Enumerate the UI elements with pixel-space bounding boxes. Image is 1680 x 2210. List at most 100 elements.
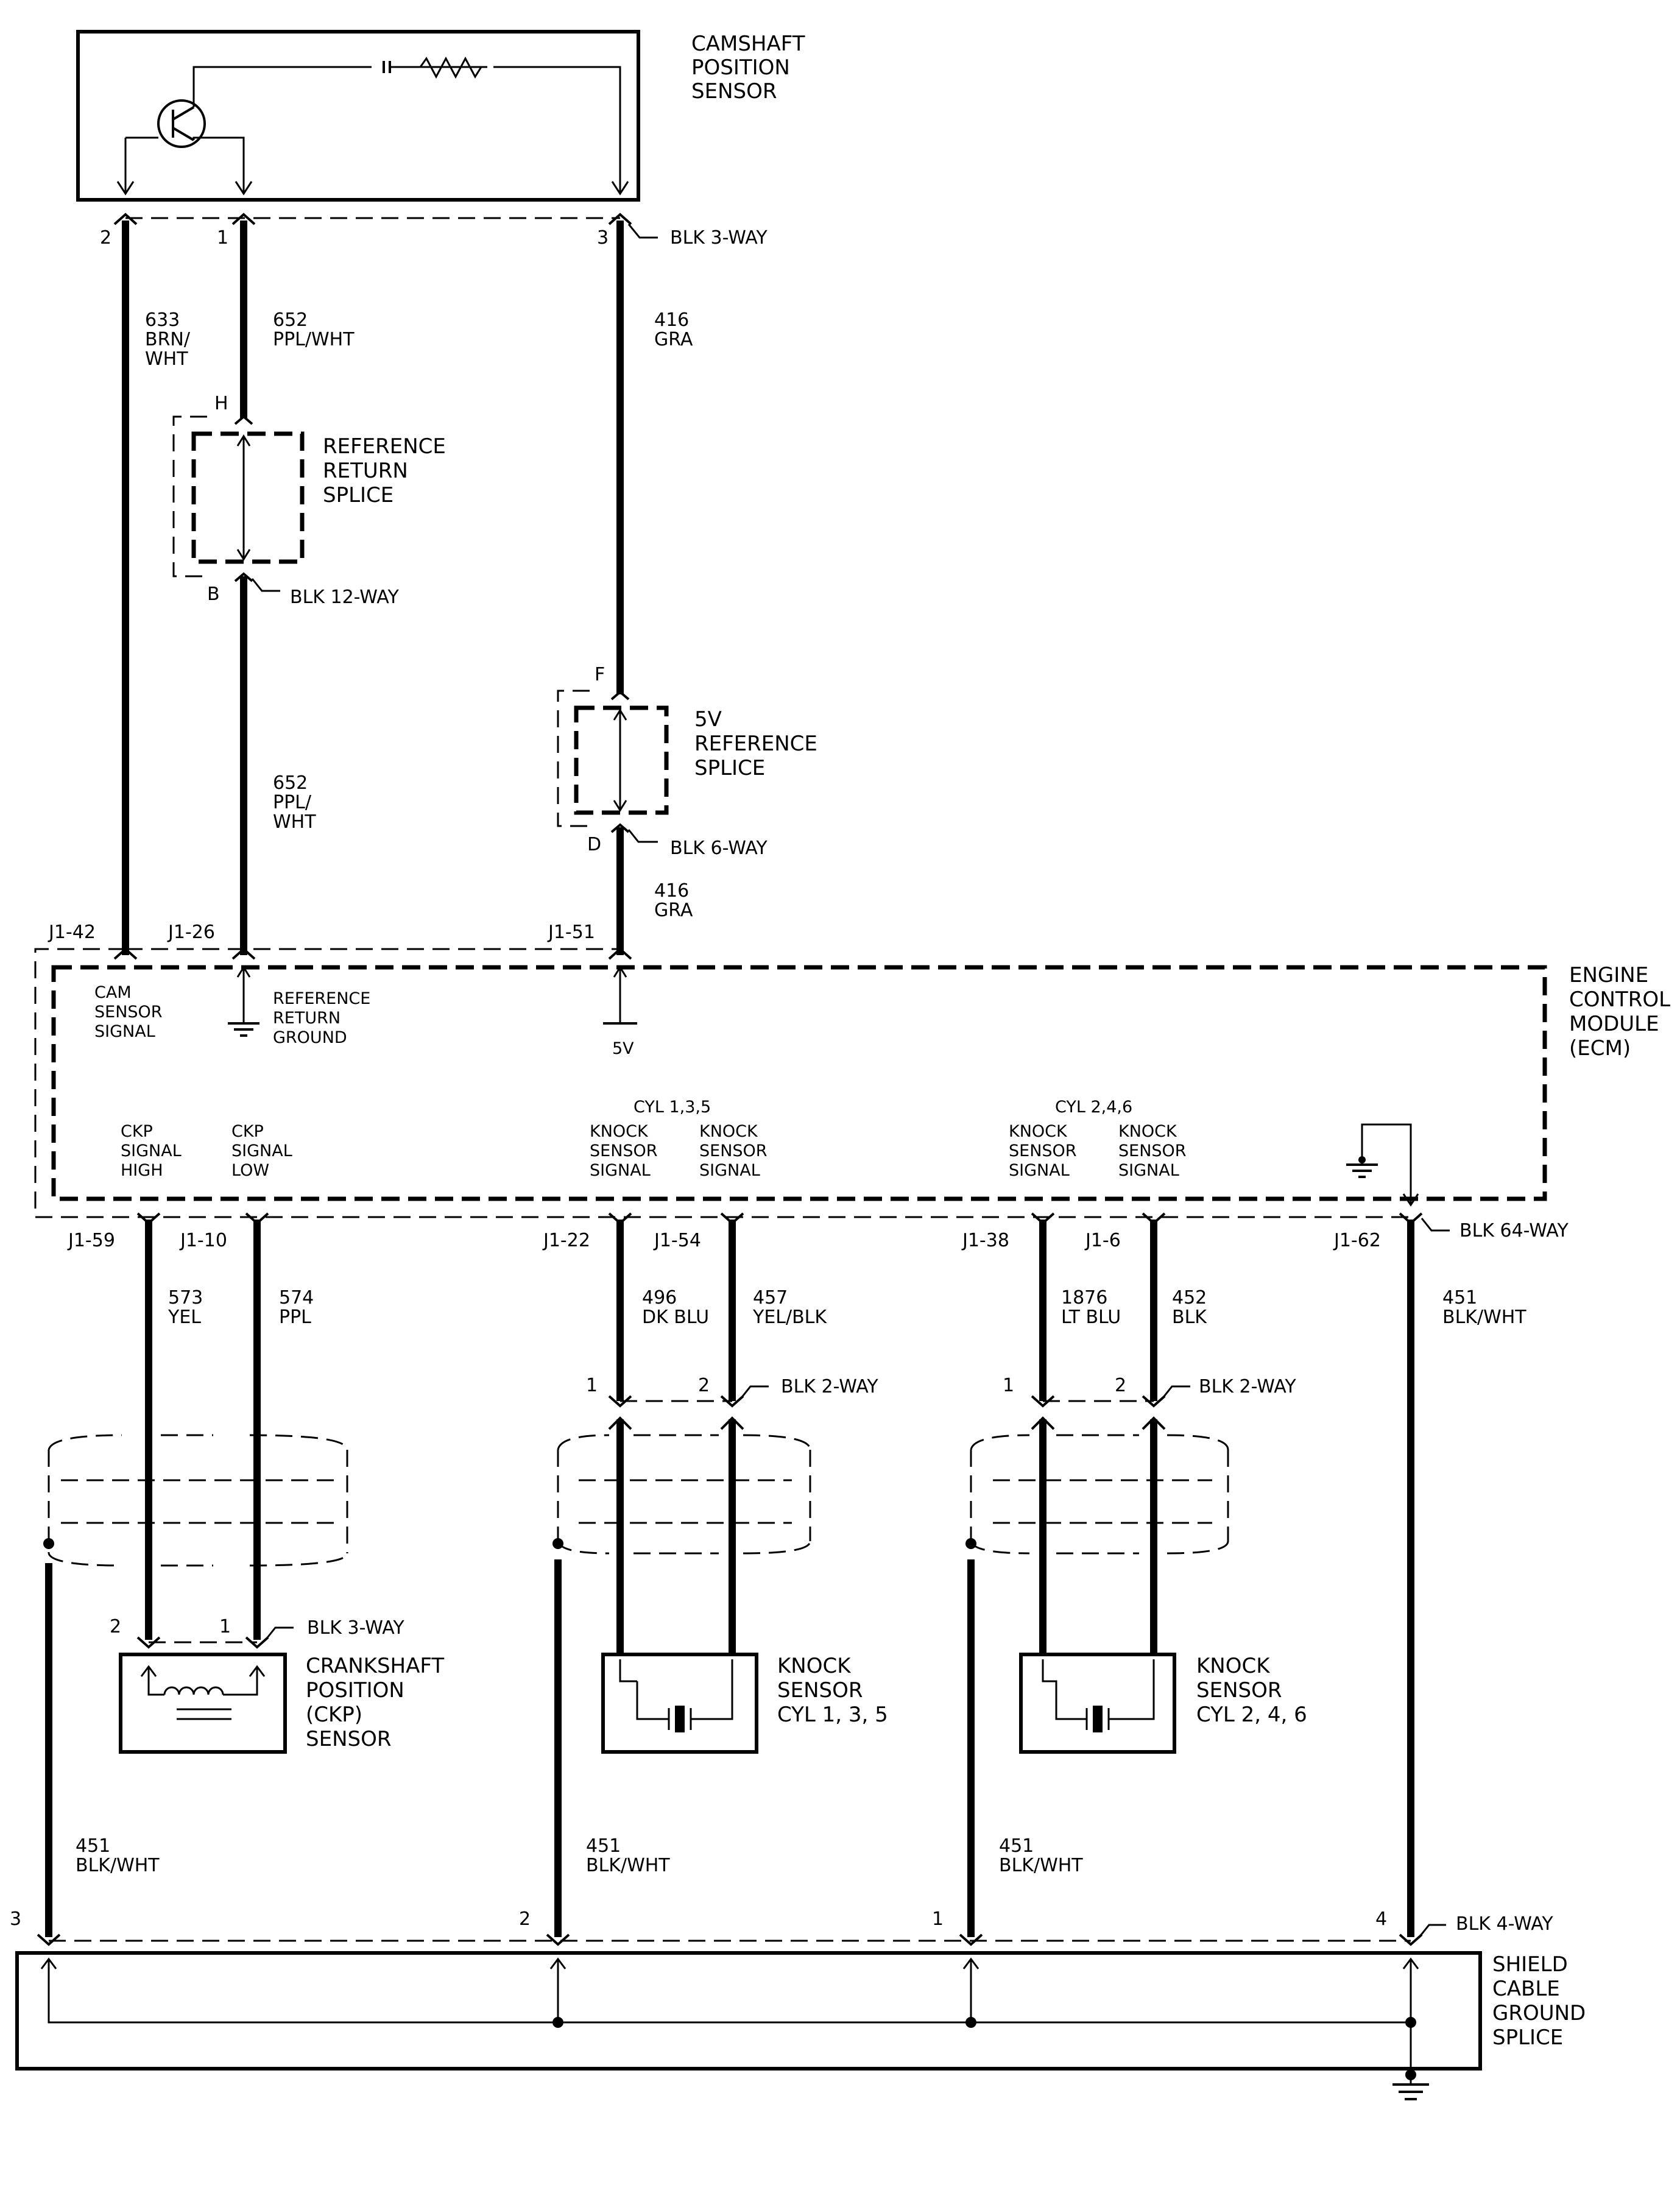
ecm-ckp-low-2: SIGNAL [231, 1142, 292, 1160]
splice-pin-h: H [214, 393, 228, 414]
ckp-label-1: CRANKSHAFT [306, 1654, 444, 1678]
ecm-ckp-high-2: SIGNAL [121, 1142, 182, 1160]
shield-pin-2: 2 [519, 1908, 531, 1930]
ecm-ckp-low-3: LOW [231, 1161, 269, 1180]
wire-451a-number: 451 [76, 1835, 110, 1857]
ecm-ks2-a-2: SENSOR [1009, 1142, 1077, 1160]
shield-pin-4: 4 [1375, 1908, 1387, 1930]
ref-return-splice-label-2: RETURN [323, 459, 408, 483]
wire-416b-number: 416 [654, 880, 689, 902]
wire-1876-number: 1876 [1061, 1287, 1107, 1308]
knock1-sensor-box [601, 1653, 758, 1754]
wire-451d-color: BLK/WHT [1442, 1307, 1526, 1328]
ecm-ks1-a-3: SIGNAL [590, 1161, 651, 1180]
ecm-ckp-high-1: CKP [121, 1122, 153, 1141]
wire-652a-number: 652 [273, 309, 308, 331]
knock2-label-2: SENSOR [1196, 1678, 1282, 1703]
ecm-box [51, 965, 1547, 1201]
knock2-label-3: CYL 2, 4, 6 [1196, 1703, 1307, 1727]
ckp-pin-2: 2 [110, 1616, 121, 1637]
ckp-label-4: SENSOR [306, 1727, 391, 1751]
ecm-cyl135: CYL 1,3,5 [634, 1098, 711, 1117]
wire-574-number: 574 [279, 1287, 314, 1308]
knock1-connector: 1 2 BLK 2-WAY [586, 1375, 878, 1408]
knock1-label-1: KNOCK [777, 1654, 852, 1678]
ecm-ks1-b-3: SIGNAL [699, 1161, 760, 1180]
ecm-pin-j1-51: J1-51 [547, 922, 595, 943]
splice-pin-b: B [207, 584, 220, 605]
wire-451c-number: 451 [999, 1835, 1034, 1857]
wire-457-number: 457 [753, 1287, 788, 1308]
ecm-pin-j1-22: J1-22 [542, 1230, 590, 1251]
cam-pin-1: 1 [217, 227, 228, 249]
ecm-label-2: CONTROL [1569, 987, 1670, 1012]
knock1-pin-1: 1 [586, 1375, 598, 1396]
ecm-pin-j1-38: J1-38 [961, 1230, 1009, 1251]
engine-control-module: J1-42 J1-26 J1-51 CAM SENSOR SIGNAL REFE… [34, 922, 1670, 1251]
ecm-cam-signal-3: SIGNAL [94, 1022, 155, 1041]
ckp-label-2: POSITION [306, 1678, 404, 1703]
cam-pin-3: 3 [597, 227, 609, 249]
piezo-icon [1042, 1659, 1155, 1732]
ecm-ks2-b-1: KNOCK [1118, 1122, 1177, 1141]
wire-451b-color: BLK/WHT [586, 1855, 670, 1876]
five-v-splice-label-1: 5V [694, 707, 722, 732]
ecm-ref-return-2: RETURN [273, 1009, 341, 1028]
transistor-icon [116, 66, 629, 196]
shield-cable-ground-splice: 3 2 1 4 BLK 4-WAY SHIELD CABLE GROUND SP… [10, 1908, 1586, 2100]
ecm-label-4: (ECM) [1569, 1036, 1631, 1061]
ecm-ks2-b-2: SENSOR [1118, 1142, 1187, 1160]
ecm-pin-j1-59: J1-59 [67, 1230, 115, 1251]
knock1-pin-2: 2 [698, 1375, 710, 1396]
knock2-pin-2: 2 [1115, 1375, 1126, 1396]
splice-pin-f: F [595, 664, 605, 685]
ecm-ks1-b-2: SENSOR [699, 1142, 768, 1160]
knock2-connector: 1 2 BLK 2-WAY [1003, 1375, 1296, 1408]
five-v-splice-label-3: SPLICE [694, 756, 765, 780]
ecm-ground-icon [1346, 1123, 1419, 1207]
ecm-ckp-low-1: CKP [231, 1122, 264, 1141]
wire-457-color: YEL/BLK [752, 1307, 827, 1328]
wire-633-number: 633 [145, 309, 180, 331]
ecm-label-1: ENGINE [1569, 963, 1648, 987]
knock2-sensor-box [1019, 1653, 1176, 1754]
shield-splice-label-4: SPLICE [1492, 2025, 1563, 2050]
knock1-connector-label: BLK 2-WAY [781, 1376, 878, 1397]
ecm-ks1-a-1: KNOCK [590, 1122, 649, 1141]
capacitor-resistor-icon [372, 56, 493, 79]
ecm-ref-return-3: GROUND [273, 1028, 347, 1047]
ecm-label-3: MODULE [1569, 1012, 1659, 1036]
ecm-ref-return-1: REFERENCE [273, 989, 370, 1008]
wire-652a-color: PPL/WHT [273, 329, 355, 350]
wire-574-color: PPL [279, 1307, 311, 1328]
ecm-ks2-b-3: SIGNAL [1118, 1161, 1179, 1180]
knock1-label-3: CYL 1, 3, 5 [777, 1703, 888, 1727]
ref-return-splice-label-3: SPLICE [323, 483, 394, 507]
ecm-pin-j1-6: J1-6 [1084, 1230, 1121, 1251]
cam-pin-2: 2 [100, 227, 111, 249]
splice-pin-d: D [587, 834, 601, 855]
cam-connector-label: BLK 3-WAY [670, 227, 768, 249]
ecm-5v-label: 5V [612, 1039, 634, 1058]
wire-1876-color: LT BLU [1061, 1307, 1121, 1328]
wire-452-color: BLK [1172, 1307, 1207, 1328]
wire-633-color-2: WHT [145, 348, 188, 370]
camshaft-sensor-box [76, 30, 640, 202]
camshaft-sensor-label-1: CAMSHAFT [691, 32, 805, 56]
knock2-pin-1: 1 [1003, 1375, 1014, 1396]
ecm-pin-j1-10: J1-10 [179, 1230, 227, 1251]
knock2-connector-label: BLK 2-WAY [1199, 1376, 1296, 1397]
wire-451a-color: BLK/WHT [76, 1855, 160, 1876]
wire-416a-number: 416 [654, 309, 689, 331]
wire-451b-number: 451 [586, 1835, 621, 1857]
ecm-ks2-a-1: KNOCK [1009, 1122, 1068, 1141]
knock2-label-1: KNOCK [1196, 1654, 1271, 1678]
wire-496-number: 496 [642, 1287, 677, 1308]
ckp-sensor: 2 1 BLK 3-WAY CRANKSHAFT POSITION (CKP) … [110, 1616, 444, 1754]
ecm-pin-j1-42: J1-42 [48, 922, 96, 943]
ecm-pin-j1-26: J1-26 [167, 922, 215, 943]
ref-return-splice-label-1: REFERENCE [323, 434, 446, 459]
knock1-label-2: SENSOR [777, 1678, 863, 1703]
wire-416a-color: GRA [654, 329, 693, 350]
